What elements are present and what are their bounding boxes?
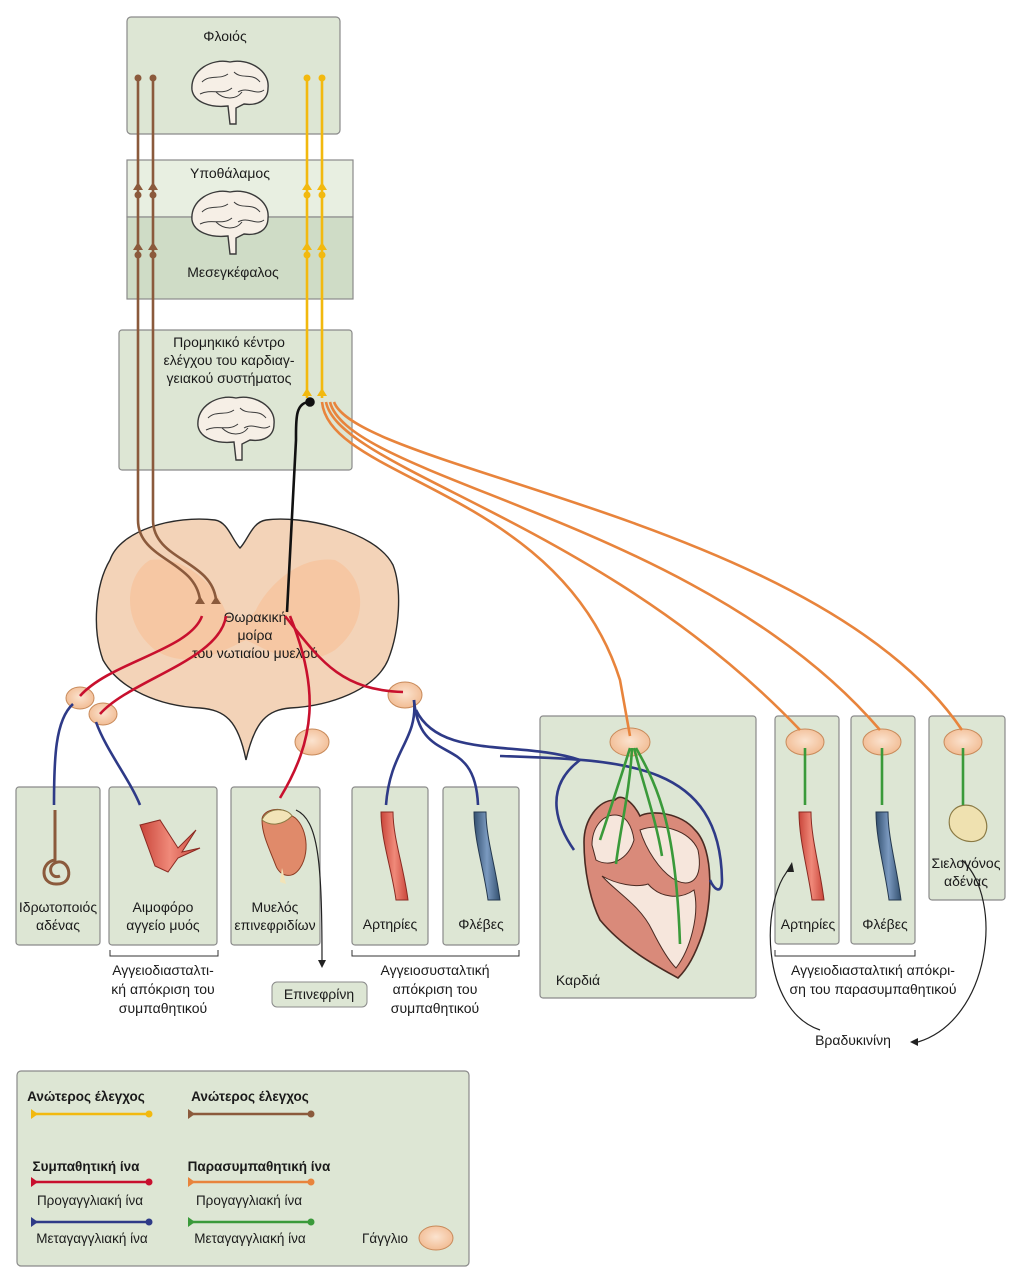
epinephrine-label: Επινεφρίνη [284,986,354,1002]
veins-symp-panel: Φλέβες [442,786,520,946]
veins-para-label: Φλέβες [862,916,908,932]
medulla-label-line1: Προμηκικό κέντρο [173,334,285,350]
salivary-gland-line2: αδένας [944,873,988,889]
vasodilation-symp-line3: συμπαθητικού [119,1000,207,1016]
parasympathetic-preganglionic-fibers [320,401,964,737]
arteries-symp-label: Αρτηρίες [363,916,418,932]
medulla-label-line2: ελέγχου του καρδιαγ- [164,352,295,368]
veins-para-panel: Φλέβες [850,715,916,945]
arteries-para-panel: Αρτηρίες [774,715,840,945]
ganglion-right [387,681,423,709]
higher-control-yellow-fibers [305,78,324,398]
vasodilation-para-line2: ση του παρασυμπαθητικού [790,981,957,997]
bradykinin-caption: Βραδυκινίνη [769,859,987,1048]
legend-ganglion: Γάγγλιο [362,1231,408,1246]
black-descending-fiber [285,397,315,613]
sweat-gland-panel: Ιδρωτοποιός αδένας [15,786,101,946]
legend-sympathetic: Συμπαθητική ίνα [33,1159,141,1174]
legend: Ανώτερος έλεγχος Ανώτερος έλεγχος Συμπαθ… [16,1070,470,1267]
sympathetic-postganglionic-fibers [52,699,724,891]
vasodilation-para-caption: Αγγειοδιασταλτική απόκρι- ση του παρασυμ… [774,950,957,997]
legend-preganglionic-p: Προγαγγλιακή ίνα [196,1193,302,1208]
fiber-nodes [133,74,327,604]
adrenal-panel: Μυελός επινεφριδίων [230,786,321,946]
sympathetic-preganglionic-fibers [79,615,404,799]
parasympathetic-postganglionic-fibers [598,747,965,945]
muscle-vessel-panel: Αιμοφόρο αγγείο μυός [108,786,218,946]
ganglion-heart [609,727,651,757]
salivary-gland-panel: Σιελογόνος αδένας [928,715,1006,901]
medulla-label-line3: γειακού συστήματος [167,370,292,386]
legend-higher-control-2: Ανώτερος έλεγχος [191,1089,309,1104]
legend-parasympathetic: Παρασυμπαθητική ίνα [188,1159,331,1174]
bradykinin-label: Βραδυκινίνη [815,1032,891,1048]
sweat-gland-line2: αδένας [36,917,80,933]
arteries-symp-panel: Αρτηρίες [351,786,429,946]
ganglion-left-1 [65,686,95,710]
vasodilation-symp-caption: Αγγειοδιασταλτι- κή απόκριση του συμπαθη… [109,950,219,1016]
vasodilation-symp-line2: κή απόκριση του [111,981,214,997]
legend-preganglionic-s: Προγαγγλιακή ίνα [37,1193,143,1208]
ganglion-bottom [294,728,330,756]
brain-icon-medulla [197,396,275,461]
higher-control-brown-fibers [136,78,218,601]
muscle-vessel-line2: αγγείο μυός [126,917,200,933]
cortex-label: Φλοιός [203,28,247,44]
brain-icon-cortex [191,60,269,125]
salivary-gland-icon [948,804,988,843]
vasoconstriction-line3: συμπαθητικού [391,1000,479,1016]
legend-ganglion-swatch [418,1225,454,1251]
spinal-cord-line2: μοίρα [237,627,272,643]
spinal-cord-line1: Θωρακική [224,609,287,625]
legend-postganglionic-p: Μεταγαγγλιακή ίνα [194,1231,306,1246]
midbrain-label: Μεσεγκέφαλος [187,264,279,280]
epinephrine-caption: Επινεφρίνη [271,809,368,1008]
hypothalamus-label: Υποθάλαμος [190,165,270,181]
salivary-gland-line1: Σιελογόνος [932,855,1001,871]
vasoconstriction-line1: Αγγειοσυσταλτική [380,962,489,978]
arteries-para-label: Αρτηρίες [781,916,836,932]
sweat-gland-line1: Ιδρωτοποιός [19,899,97,915]
vasoconstriction-line2: απόκριση του [393,981,478,997]
brain-icon-hypothalamus [191,190,269,255]
ganglion-left-2 [88,702,118,726]
vasodilation-symp-line1: Αγγειοδιασταλτι- [112,962,214,978]
muscle-vessel-line1: Αιμοφόρο [133,899,194,915]
adrenal-line1: Μυελός [252,899,299,915]
adrenal-line2: επινεφριδίων [234,917,315,933]
veins-symp-label: Φλέβες [458,916,504,932]
vasodilation-para-line1: Αγγειοδιασταλτική απόκρι- [791,962,955,978]
heart-label: Καρδιά [556,972,600,988]
spinal-cord-label: Θωρακική μοίρα του νωτιαίου μυελού [192,609,318,661]
legend-higher-control-1: Ανώτερος έλεγχος [27,1089,145,1104]
spinal-cord-line3: του νωτιαίου μυελού [192,645,318,661]
vasoconstriction-caption: Αγγειοσυσταλτική απόκριση του συμπαθητικ… [351,950,520,1016]
legend-postganglionic-s: Μεταγαγγλιακή ίνα [36,1231,148,1246]
